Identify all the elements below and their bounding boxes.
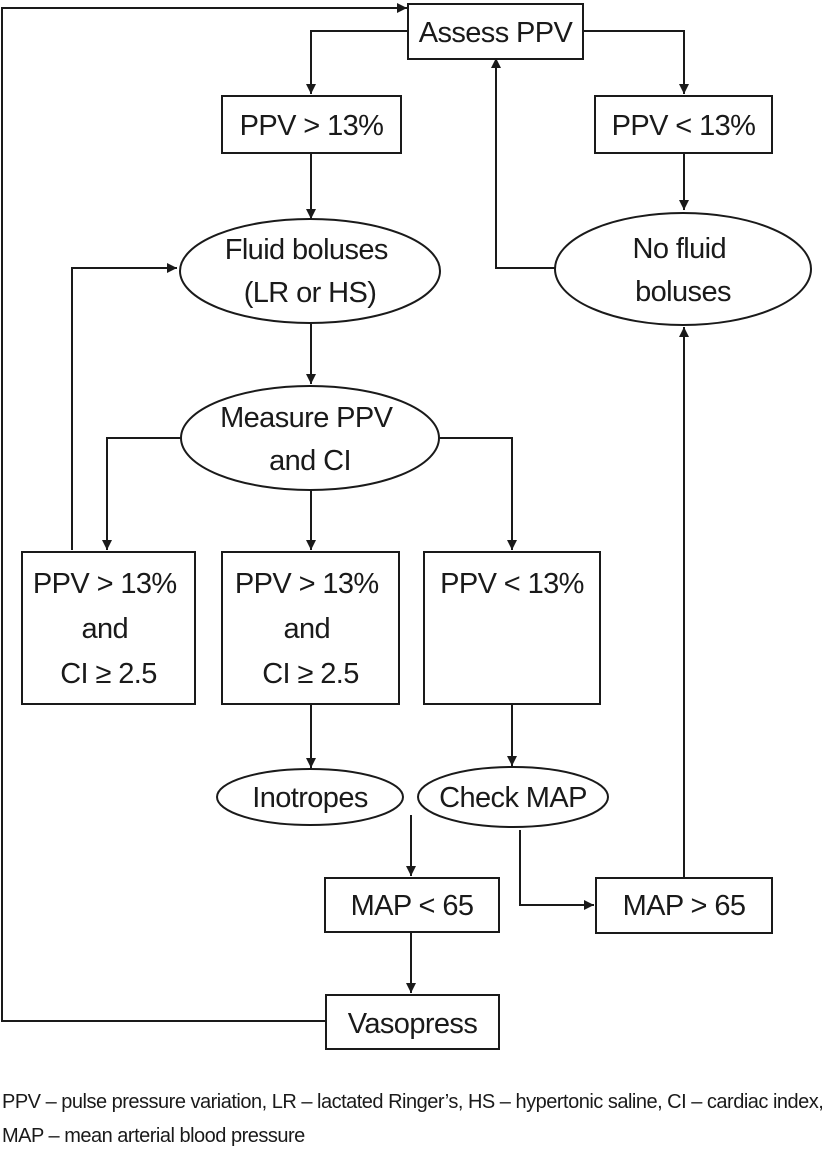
node-ppv-gt-13-ci-left-line: PPV > 13% — [33, 568, 177, 600]
node-map-gt-65-label: MAP > 65 — [623, 890, 746, 922]
node-no-fluid-boluses-line: boluses — [635, 276, 731, 308]
node-no-fluid-boluses: No fluid boluses — [554, 212, 812, 326]
node-map-lt-65-label: MAP < 65 — [351, 890, 474, 922]
node-check-map-line: Check MAP — [439, 782, 587, 814]
edge-assess-to-ppv-gt — [306, 30, 407, 94]
node-fluid-boluses: Fluid boluses (LR or HS) — [179, 218, 441, 324]
node-ppv-gt-13-top-label: PPV > 13% — [240, 110, 384, 142]
edge-vasopress-to-assess — [1, 3, 407, 1022]
node-no-fluid-boluses-label: No fluid boluses — [633, 233, 734, 308]
node-ppv-gt-13-ci-mid-label: PPV > 13% and CI ≥ 2.5 — [235, 568, 386, 690]
node-vasopress: Vasopress — [325, 994, 500, 1050]
node-map-gt-65: MAP > 65 — [595, 877, 773, 934]
node-map-lt-65: MAP < 65 — [324, 877, 500, 933]
node-measure-ppv-ci-line: and CI — [269, 445, 351, 477]
node-map-lt-65-line: MAP < 65 — [351, 890, 474, 922]
node-ppv-gt-13-ci-left-line: CI ≥ 2.5 — [60, 658, 157, 690]
edge-assess-to-ppv-lt — [584, 30, 689, 94]
node-ppv-gt-13-ci-mid-line: and — [283, 613, 330, 645]
node-measure-ppv-ci: Measure PPV and CI — [180, 385, 440, 491]
node-inotropes-label: Inotropes — [252, 782, 368, 814]
edge-measure-to-right — [438, 437, 517, 550]
node-ppv-gt-13-ci-left: PPV > 13% and CI ≥ 2.5 — [21, 551, 196, 705]
node-ppv-gt-13-top-line: PPV > 13% — [240, 110, 384, 142]
node-assess-ppv-line: Assess PPV — [419, 17, 574, 49]
edge-no-fluid-to-assess — [491, 58, 556, 269]
node-ppv-lt-13-top-line: PPV < 13% — [612, 110, 756, 142]
node-fluid-boluses-line: (LR or HS) — [244, 277, 377, 309]
node-inotropes: Inotropes — [216, 768, 404, 826]
node-assess-ppv-label: Assess PPV — [419, 17, 574, 49]
connectors — [1, 3, 689, 1022]
node-ppv-lt-13-bottom: PPV < 13% — [423, 551, 601, 705]
edge-left-to-fluid — [71, 263, 177, 550]
node-check-map: Check MAP — [417, 766, 609, 828]
node-ppv-gt-13-ci-mid-line: PPV > 13% — [235, 568, 379, 600]
node-ppv-lt-13-bottom-label: PPV < 13% — [440, 568, 584, 600]
node-ppv-lt-13-top: PPV < 13% — [594, 95, 773, 154]
node-ppv-lt-13-top-label: PPV < 13% — [612, 110, 756, 142]
node-vasopress-line: Vasopress — [348, 1008, 478, 1040]
node-ppv-gt-13-ci-left-line: and — [81, 613, 128, 645]
node-fluid-boluses-label: Fluid boluses (LR or HS) — [225, 234, 396, 309]
node-ppv-gt-13-ci-mid-line: CI ≥ 2.5 — [262, 658, 359, 690]
figure-caption: PPV – pulse pressure variation, LR – lac… — [2, 1091, 824, 1147]
node-inotropes-line: Inotropes — [252, 782, 368, 814]
node-measure-ppv-ci-line: Measure PPV — [220, 402, 394, 434]
node-ppv-gt-13-ci-left-label: PPV > 13% and CI ≥ 2.5 — [33, 568, 184, 690]
node-ppv-gt-13-ci-mid: PPV > 13% and CI ≥ 2.5 — [221, 551, 400, 705]
node-no-fluid-boluses-line: No fluid — [633, 233, 727, 265]
node-assess-ppv: Assess PPV — [407, 3, 584, 60]
node-measure-ppv-ci-label: Measure PPV and CI — [220, 402, 400, 477]
node-ppv-lt-13-bottom-line: PPV < 13% — [440, 568, 584, 600]
edge-measure-to-left — [102, 437, 181, 550]
node-map-gt-65-line: MAP > 65 — [623, 890, 746, 922]
node-vasopress-label: Vasopress — [348, 1008, 478, 1040]
flowchart: Assess PPV PPV > 13% PPV < 13% Fluid bol… — [1, 3, 812, 1050]
node-check-map-label: Check MAP — [439, 782, 587, 814]
node-fluid-boluses-line: Fluid boluses — [225, 234, 388, 266]
node-ppv-gt-13-top: PPV > 13% — [221, 95, 402, 154]
edge-check-map-to-map-gt-65 — [519, 830, 594, 910]
